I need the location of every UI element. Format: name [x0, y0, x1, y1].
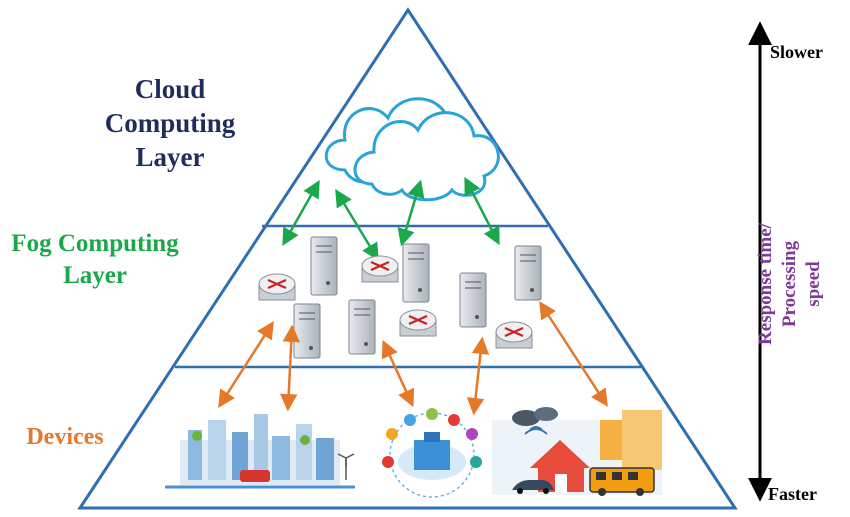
server-icon: [514, 245, 542, 301]
router-icon: [258, 273, 296, 301]
router-icon: [361, 255, 399, 283]
response-time-label-line-2: Processing: [779, 240, 800, 328]
server-icon: [310, 236, 338, 296]
response-time-label-line-3: speed: [803, 261, 824, 307]
cloud-icon: [324, 97, 500, 202]
slower-label: Slower: [770, 42, 823, 62]
smart-city-icon: [165, 414, 355, 489]
router-icon: [399, 309, 437, 337]
response-time-label-line-1: Response time/: [755, 223, 776, 345]
smart-transport-icon: [492, 407, 662, 496]
devices-layer-label: Devices: [26, 424, 104, 450]
server-icon: [459, 272, 487, 328]
cloud-layer-label: Cloud Computing Layer: [104, 74, 236, 172]
faster-label: Faster: [768, 484, 817, 504]
smart-building-icon: [382, 408, 482, 498]
server-icon: [348, 299, 376, 355]
pyramid-outline: [77, 7, 738, 510]
fog-device-arrows: [218, 301, 608, 416]
server-icon: [402, 243, 430, 303]
router-icon: [495, 321, 533, 349]
fog-layer-label: Fog Computing Layer: [11, 230, 179, 289]
server-icon: [293, 303, 321, 359]
cloud-fog-arrows: [282, 176, 500, 261]
